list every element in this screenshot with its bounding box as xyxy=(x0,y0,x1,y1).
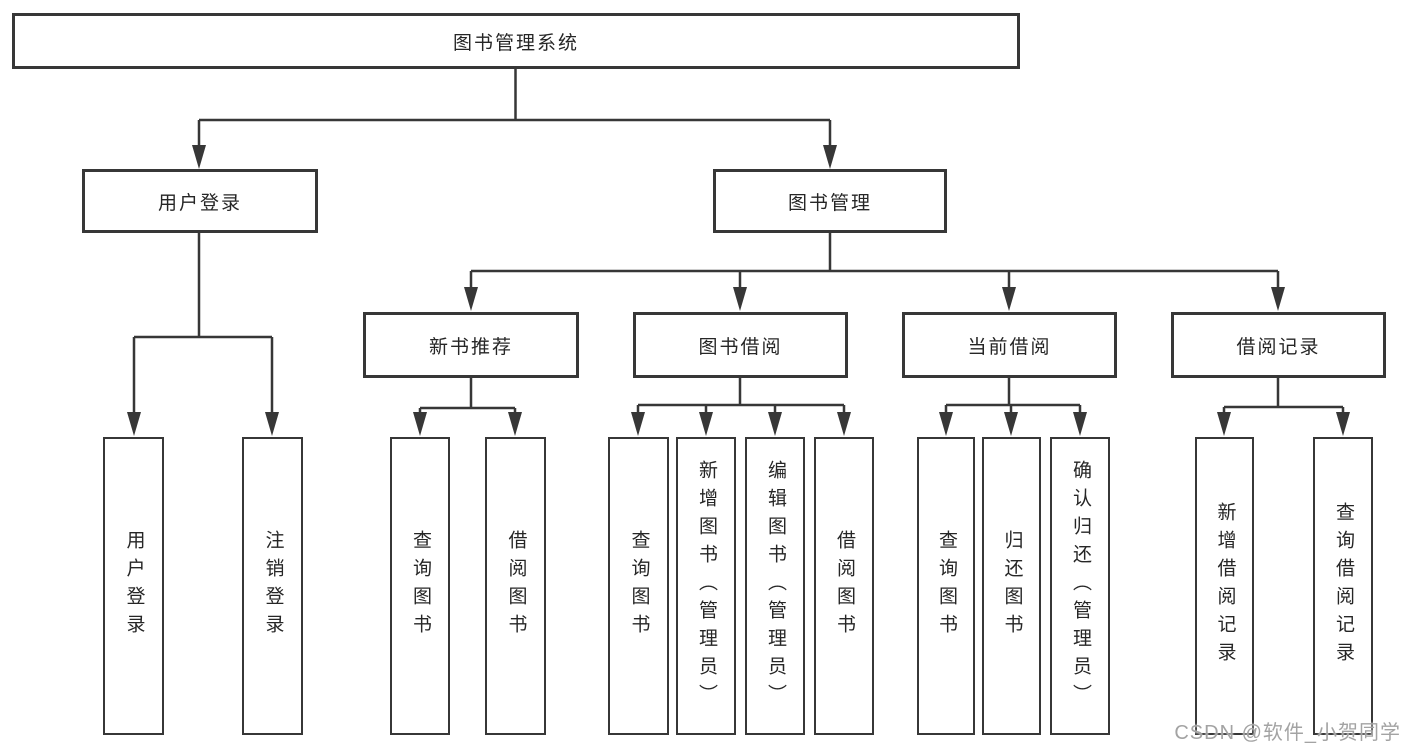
arrowheads-level2 xyxy=(192,145,837,169)
node-label: 编辑图书（管理员） xyxy=(764,460,786,712)
node-label: 借阅图书 xyxy=(833,530,855,642)
connector-record-to-leaves xyxy=(1222,378,1345,413)
arrowheads-level3 xyxy=(464,287,1285,311)
csdn-watermark: CSDN @软件_小贺同学 xyxy=(1174,722,1401,744)
node-label: 新增借阅记录 xyxy=(1214,502,1236,670)
node-label: 借阅图书 xyxy=(505,530,527,642)
node-current-borrow: 当前借阅 xyxy=(902,312,1117,378)
node-label: 借阅记录 xyxy=(1236,336,1321,358)
leaf-current-query-book: 查询图书 xyxy=(917,437,975,735)
leaf-current-return-book: 归还图书 xyxy=(982,437,1041,735)
node-system-root: 图书管理系统 xyxy=(12,13,1020,69)
leaf-record-add-record: 新增借阅记录 xyxy=(1195,437,1254,735)
node-label: 查询图书 xyxy=(935,530,957,642)
node-label: 新增图书（管理员） xyxy=(695,460,717,712)
leaf-borrow-add-book-admin: 新增图书（管理员） xyxy=(676,437,736,735)
leaf-borrow-query-book: 查询图书 xyxy=(608,437,669,735)
connector-borrow-to-leaves xyxy=(636,378,846,413)
leaf-logout: 注销登录 xyxy=(242,437,303,735)
arrowheads-userlogin-leaves xyxy=(127,412,279,436)
node-label: 确认归还（管理员） xyxy=(1069,460,1091,712)
node-book-management: 图书管理 xyxy=(713,169,947,233)
node-label: 查询图书 xyxy=(409,530,431,642)
node-label: 查询借阅记录 xyxy=(1332,502,1354,670)
node-label: 用户登录 xyxy=(157,192,242,214)
leaf-user-login: 用户登录 xyxy=(103,437,164,735)
node-label: 图书管理系统 xyxy=(452,32,579,54)
node-new-book-recommend: 新书推荐 xyxy=(363,312,579,378)
connector-bookmgmt-to-level3 xyxy=(469,232,1280,288)
leaf-recommend-borrow-book: 借阅图书 xyxy=(485,437,546,735)
node-label: 图书管理 xyxy=(787,192,872,214)
connector-recommend-to-leaves xyxy=(418,378,517,413)
node-borrow-record: 借阅记录 xyxy=(1171,312,1386,378)
node-label: 新书推荐 xyxy=(428,336,513,358)
arrowheads-recommend-leaves xyxy=(413,412,522,436)
connector-userlogin-to-leaves xyxy=(132,232,274,413)
node-label: 用户登录 xyxy=(123,530,145,642)
leaf-borrow-edit-book-admin: 编辑图书（管理员） xyxy=(745,437,805,735)
node-label: 归还图书 xyxy=(1001,530,1023,642)
leaf-borrow-borrow-book: 借阅图书 xyxy=(814,437,874,735)
node-label: 查询图书 xyxy=(628,530,650,642)
node-label: 当前借阅 xyxy=(967,336,1052,358)
arrowheads-record-leaves xyxy=(1217,412,1350,436)
connector-current-to-leaves xyxy=(944,378,1082,413)
arrowheads-current-leaves xyxy=(939,412,1087,436)
node-label: 注销登录 xyxy=(262,530,284,642)
node-book-borrow: 图书借阅 xyxy=(633,312,848,378)
arrowheads-borrow-leaves xyxy=(631,412,851,436)
connector-root-to-level2 xyxy=(197,68,832,146)
leaf-current-confirm-return-admin: 确认归还（管理员） xyxy=(1050,437,1110,735)
node-user-login: 用户登录 xyxy=(82,169,318,233)
leaf-recommend-query-book: 查询图书 xyxy=(390,437,450,735)
node-label: 图书借阅 xyxy=(698,336,783,358)
leaf-record-query-record: 查询借阅记录 xyxy=(1313,437,1373,735)
